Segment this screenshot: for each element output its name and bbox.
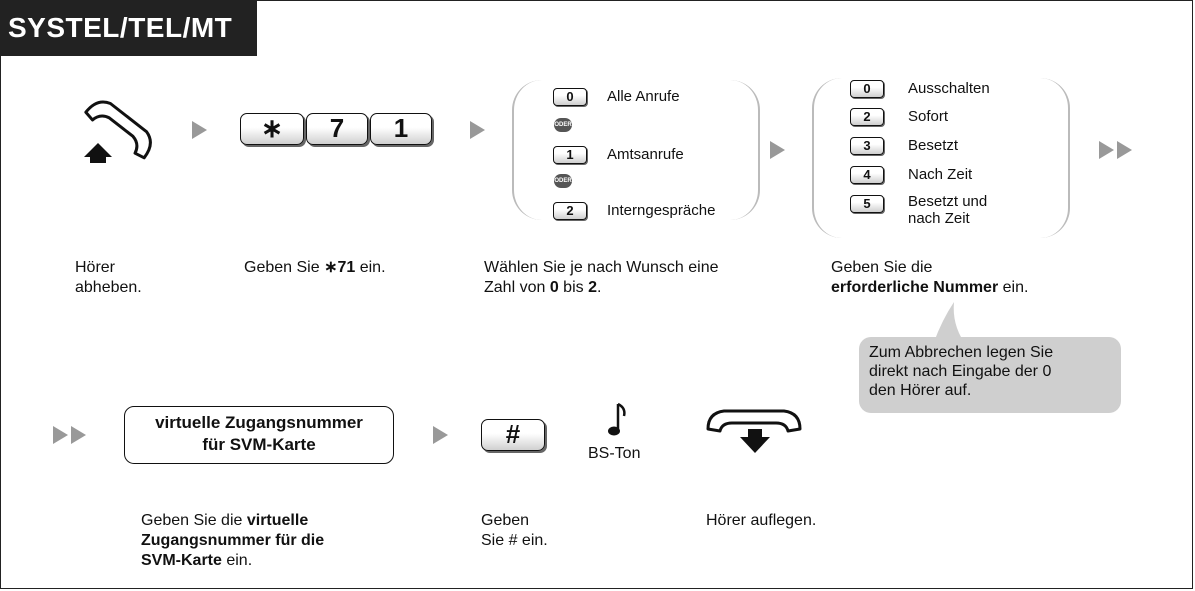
note-line: direkt nach Eingabe der 0 [869,363,1052,380]
step6-caption: Geben Sie # ein. [481,511,548,551]
bracket-left [512,80,544,220]
key-label: 2 [863,109,871,124]
key-2: 2 [553,202,587,220]
bracket-left [812,78,844,238]
tone-label: BS-Ton [588,445,641,462]
key-star-label: ∗ [261,113,283,143]
key-label: 0 [863,81,871,96]
option-label: Besetzt und nach Zeit [908,193,987,227]
flow-arrow [770,141,785,159]
caption-bold: erforderliche Nummer [831,279,999,296]
key-label: 5 [863,196,871,211]
caption-text: ein. [221,552,253,569]
caption-line: Zugangsnummer für die [141,531,324,551]
key-7: 7 [306,113,368,145]
bracket-right [728,80,760,220]
step5-caption: Geben Sie die virtuelle Zugangsnummer fü… [141,511,324,571]
handset-on-hook-icon [706,409,802,453]
caption-text: . [596,279,602,296]
caption-text: bis [558,279,589,296]
music-note-icon [608,402,626,436]
key-label: 0 [566,89,574,104]
step1-caption: Hörer abheben. [75,258,142,298]
step4-caption: Geben Sie die erforderliche Nummer ein. [831,258,1028,298]
flow-arrow [53,426,68,444]
caption-bold: Zugangsnummer für die [141,532,325,549]
key-0: 0 [553,88,587,106]
key-star: ∗ [240,113,304,145]
key-1-label: 1 [393,113,409,143]
step7-caption: Hörer auflegen. [706,512,817,529]
caption-bold: ∗71 [324,259,356,276]
caption-bold: SVM-Karte [141,552,222,569]
option-label: Interngespräche [607,202,716,219]
caption-bold: virtuelle [246,512,309,529]
flow-arrow [1117,141,1132,159]
key-4: 4 [850,166,884,184]
key-label: 4 [863,167,871,182]
handset-off-hook-icon [84,100,152,163]
virtual-access-number-box: virtuelle Zugangsnummer für SVM-Karte [124,406,394,464]
caption-line: Geben Sie die virtuelle [141,511,324,531]
key-2: 2 [850,108,884,126]
key-0: 0 [850,80,884,98]
flow-arrow [470,121,485,139]
option-label: Besetzt [908,137,959,154]
key-label: 3 [863,138,871,153]
caption-text: Geben Sie die [141,512,247,529]
caption-text: Zahl von [484,279,550,296]
box-line: für SVM-Karte [202,435,316,454]
step3-caption: Wählen Sie je nach Wunsch eine Zahl von … [484,258,719,298]
key-1: 1 [370,113,432,145]
caption-line: SVM-Karte ein. [141,551,324,571]
oder-badge: ODER [554,174,572,188]
option-label: Sofort [908,108,949,125]
caption-line: Geben [481,512,530,529]
caption-line: Sie # ein. [481,532,548,549]
step2-caption: Geben Sie ∗71 ein. [244,258,386,278]
key-hash-label: # [505,419,521,449]
cancel-note-bubble: Zum Abbrechen legen Sie direkt nach Eing… [859,337,1121,413]
flow-arrow [1099,141,1114,159]
flow-arrow [433,426,448,444]
caption-bold: 0 [549,279,559,296]
key-label: 2 [566,203,574,218]
bubble-pointer [934,302,964,342]
key-5: 5 [850,195,884,213]
caption-line: Wählen Sie je nach Wunsch eine [484,259,719,276]
key-3: 3 [850,137,884,155]
option-label-line: Besetzt und [908,193,988,210]
option-label: Amtsanrufe [607,146,684,163]
flow-arrow [71,426,86,444]
box-line: virtuelle Zugangsnummer [155,413,363,432]
key-7-label: 7 [329,113,345,143]
option-label-line: nach Zeit [908,210,970,227]
oder-badge: ODER [554,118,572,132]
caption-line: erforderliche Nummer ein. [831,278,1028,298]
flow-arrow [192,121,207,139]
option-label: Ausschalten [908,80,990,97]
caption-line: Zahl von 0 bis 2. [484,278,719,298]
caption-text: Geben Sie [244,259,325,276]
caption-line: Hörer [75,259,116,276]
caption-bold: 2 [588,279,597,296]
key-1: 1 [553,146,587,164]
caption-line: abheben. [75,279,142,296]
bracket-right [1038,78,1070,238]
caption-line: Geben Sie die [831,259,933,276]
caption-text: ein. [998,279,1029,296]
key-label: 1 [566,147,574,162]
note-line: den Hörer auf. [869,382,972,399]
note-line: Zum Abbrechen legen Sie [869,344,1054,361]
option-label: Nach Zeit [908,166,973,183]
option-label: Alle Anrufe [607,88,680,105]
caption-text: ein. [355,259,386,276]
page-title: SYSTEL/TEL/MT [0,0,257,56]
key-hash: # [481,419,545,451]
